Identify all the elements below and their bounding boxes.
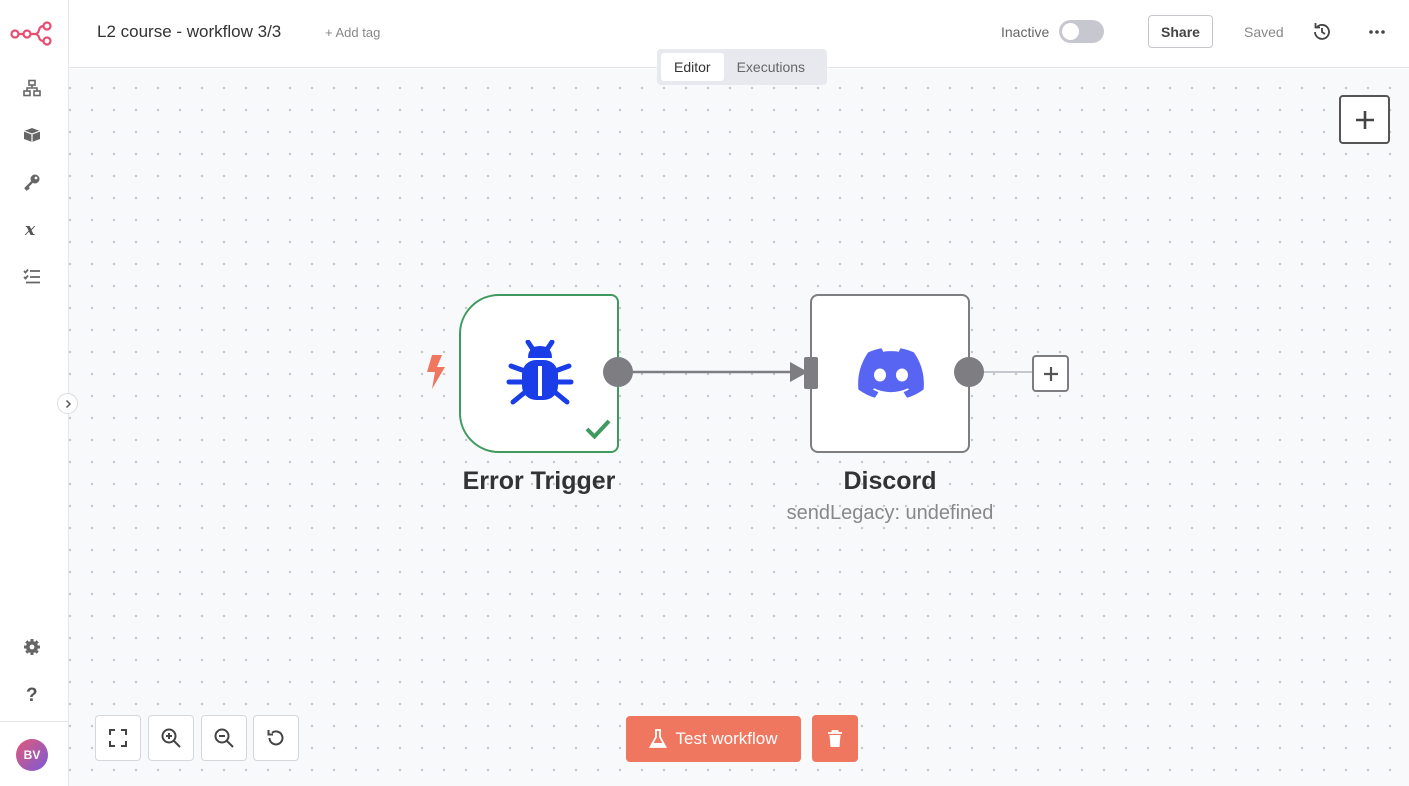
sidebar: x ? BV — [0, 0, 69, 786]
settings-icon[interactable] — [20, 635, 44, 659]
node-title: Discord — [843, 467, 937, 495]
sidebar-collapse-button[interactable] — [57, 393, 78, 414]
zoom-in-icon — [161, 728, 181, 748]
add-tag-button[interactable]: + Add tag — [325, 25, 381, 40]
test-workflow-button[interactable]: Test workflow — [626, 716, 801, 762]
workflow-canvas[interactable] — [69, 69, 1409, 786]
toggle-knob — [1062, 23, 1079, 40]
node-title: Error Trigger — [462, 467, 616, 495]
trash-icon — [828, 729, 842, 747]
variables-icon[interactable]: x — [20, 217, 44, 241]
n8n-logo[interactable] — [10, 20, 54, 46]
fit-view-button[interactable] — [95, 715, 141, 761]
svg-text:?: ? — [26, 685, 38, 704]
view-tabs: Editor Executions — [657, 49, 827, 85]
input-handle[interactable] — [804, 357, 818, 389]
executions-icon[interactable] — [20, 264, 44, 288]
workflows-icon[interactable] — [20, 76, 44, 100]
credentials-icon[interactable] — [20, 170, 44, 194]
discord-icon — [858, 348, 924, 405]
output-handle[interactable] — [603, 357, 633, 387]
bug-icon — [506, 339, 574, 413]
delete-button[interactable] — [812, 715, 858, 762]
flask-icon — [649, 729, 668, 748]
saved-status: Saved — [1244, 24, 1284, 40]
zoom-out-button[interactable] — [201, 715, 247, 761]
undo-icon — [267, 730, 284, 746]
node-subtitle: sendLegacy: undefined — [786, 502, 994, 524]
avatar[interactable]: BV — [16, 739, 48, 771]
help-icon[interactable]: ? — [20, 682, 44, 706]
svg-text:x: x — [24, 220, 36, 238]
fullscreen-icon — [109, 729, 127, 747]
plus-icon — [1043, 366, 1058, 381]
node-error-trigger[interactable] — [459, 294, 619, 453]
tab-executions[interactable]: Executions — [736, 59, 806, 75]
reset-zoom-button[interactable] — [253, 715, 299, 761]
share-button[interactable]: Share — [1148, 15, 1213, 48]
active-status-label: Inactive — [1001, 24, 1050, 40]
workflow-title[interactable]: L2 course - workflow 3/3 — [97, 22, 282, 41]
more-options-icon[interactable] — [1366, 21, 1388, 43]
zoom-in-button[interactable] — [148, 715, 194, 761]
avatar-initials: BV — [23, 748, 41, 762]
templates-icon[interactable] — [20, 123, 44, 147]
add-next-node-button[interactable] — [1032, 355, 1069, 392]
history-icon[interactable] — [1311, 21, 1333, 43]
tab-editor[interactable]: Editor — [661, 53, 724, 81]
test-workflow-label: Test workflow — [675, 729, 778, 748]
add-node-button[interactable] — [1339, 95, 1390, 144]
node-discord[interactable] — [810, 294, 970, 453]
zoom-out-icon — [214, 728, 234, 748]
sidebar-divider — [0, 721, 68, 722]
plus-icon — [1355, 110, 1374, 129]
active-toggle[interactable] — [1059, 20, 1104, 43]
success-check-icon — [585, 418, 611, 445]
trigger-bolt-icon — [424, 355, 448, 394]
output-handle[interactable] — [954, 357, 984, 387]
chevron-right-icon — [65, 399, 71, 408]
